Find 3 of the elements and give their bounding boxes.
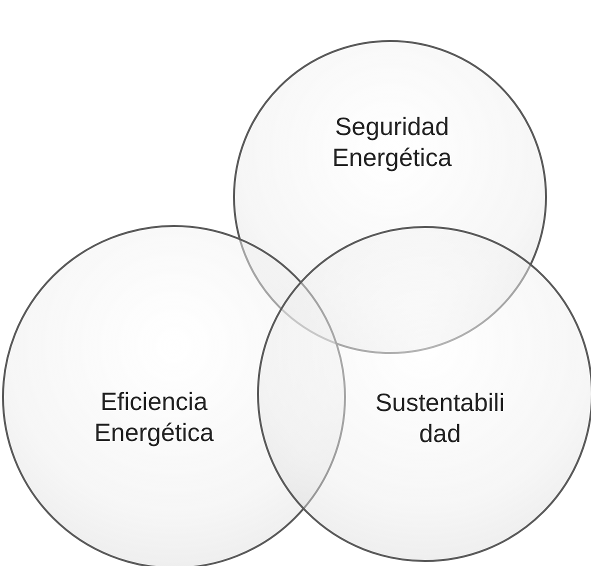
circle-label: Sustentabili dad: [374, 388, 506, 450]
circle-label: Eficiencia Energética: [93, 387, 215, 450]
circle-label: Seguridad Energética: [331, 112, 453, 174]
